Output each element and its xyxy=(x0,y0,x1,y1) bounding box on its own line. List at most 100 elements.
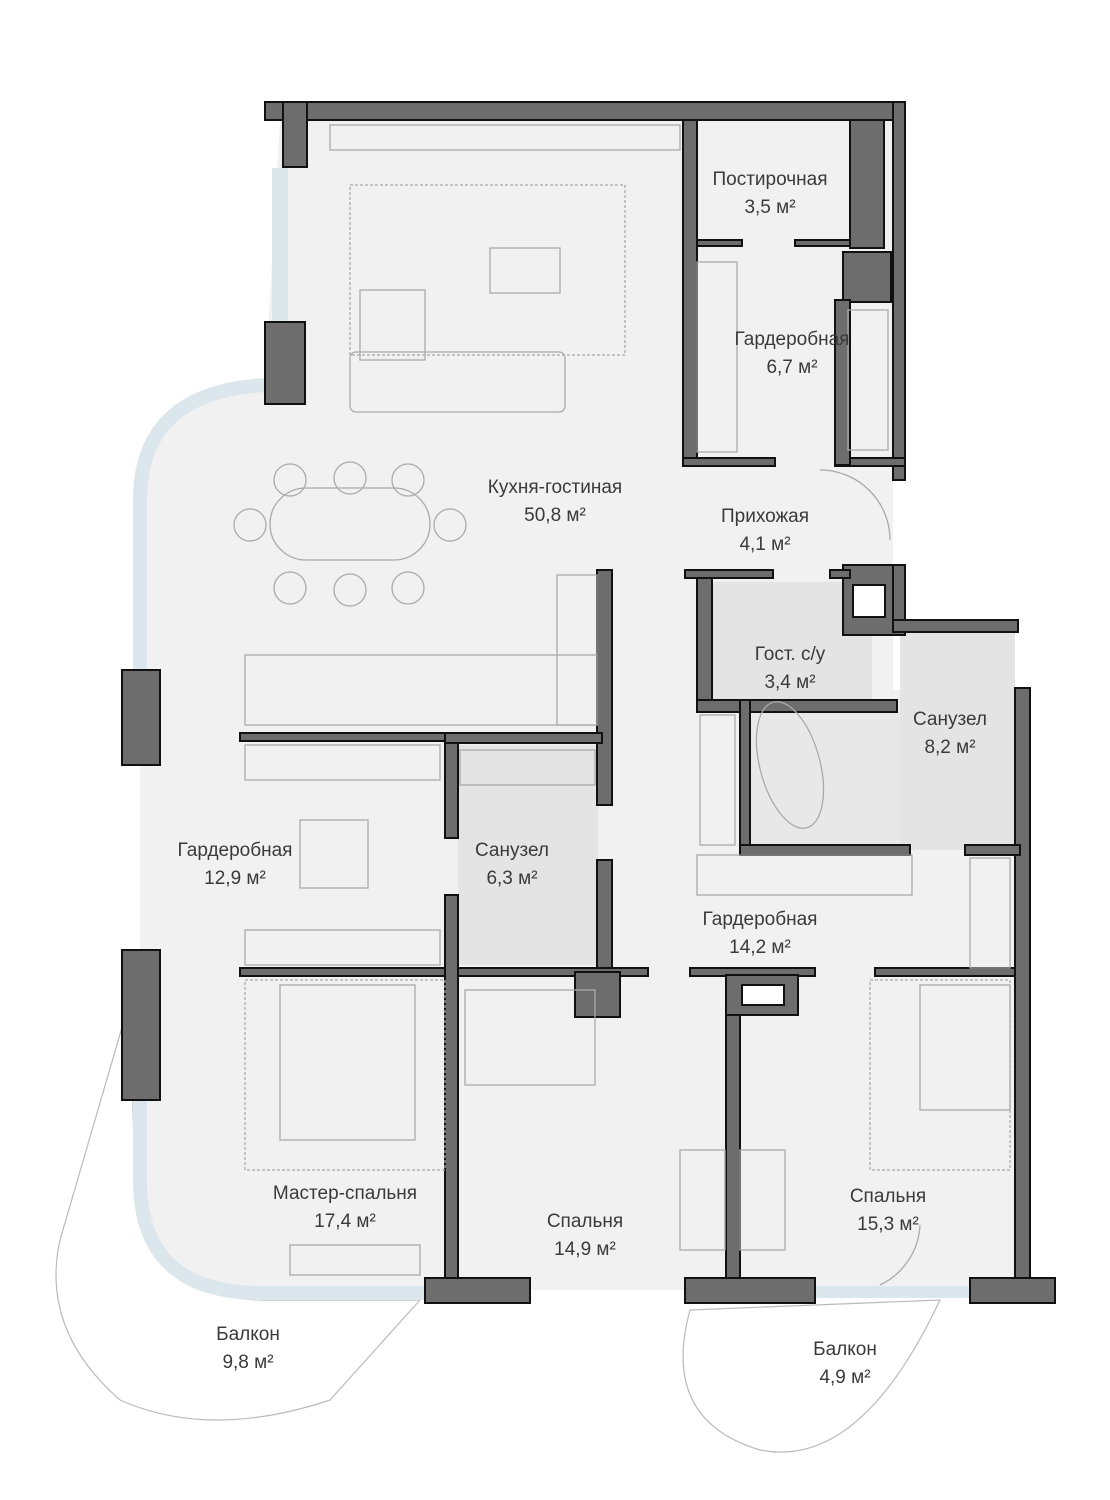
door-swing xyxy=(879,1224,921,1286)
furniture-item xyxy=(299,819,369,889)
wall xyxy=(264,101,906,121)
wall xyxy=(829,569,851,579)
wall xyxy=(892,564,906,626)
wall xyxy=(424,1277,531,1304)
room-area: 3,5 м² xyxy=(744,197,796,218)
shaft xyxy=(741,984,785,1006)
furniture-item xyxy=(459,749,596,786)
rug xyxy=(869,979,1011,1171)
wall xyxy=(574,971,621,1018)
chair xyxy=(433,508,467,542)
room-name: Гардеробная xyxy=(734,329,850,350)
room-label-wardrobe-2: Гардеробная 12,9 м² xyxy=(178,837,293,893)
room-name: Санузел xyxy=(474,840,550,861)
tile-area xyxy=(272,168,288,323)
wall xyxy=(725,1014,741,1286)
door-swing xyxy=(819,469,891,541)
wall xyxy=(842,251,892,303)
wall xyxy=(264,321,306,405)
glass-curve-top xyxy=(133,378,266,670)
room-label-bedroom-1: Спальня 14,9 м² xyxy=(547,1208,623,1264)
furniture-item xyxy=(359,289,426,361)
wall xyxy=(596,859,613,976)
glass-curve-bottom xyxy=(133,1100,430,1300)
wall xyxy=(892,101,906,481)
furniture-item xyxy=(279,984,416,1141)
room-name: Спальня xyxy=(546,1211,624,1232)
wall xyxy=(892,619,1019,633)
room-area: 12,9 м² xyxy=(204,868,266,889)
wall xyxy=(684,1277,816,1304)
wall xyxy=(121,669,161,766)
room-label-master-bedroom: Мастер-спальня 17,4 м² xyxy=(273,1180,417,1236)
room-name: Мастер-спальня xyxy=(272,1183,418,1204)
room-name: Прихожая xyxy=(720,506,810,527)
chair xyxy=(333,573,367,607)
wall xyxy=(834,299,851,466)
furniture-item xyxy=(696,854,913,896)
furniture-item xyxy=(847,309,889,451)
wall xyxy=(684,569,774,579)
room-name: Гардеробная xyxy=(702,909,818,930)
wall xyxy=(794,239,851,247)
wall xyxy=(1014,687,1031,1289)
room-name: Балкон xyxy=(216,1324,280,1345)
tile-area xyxy=(815,1286,970,1298)
furniture-item xyxy=(699,714,736,846)
wall xyxy=(739,699,751,856)
bathtub xyxy=(755,701,825,829)
rug xyxy=(349,184,626,356)
shaft xyxy=(852,584,886,618)
wall xyxy=(696,239,743,247)
room-area: 4,9 м² xyxy=(819,1367,871,1388)
room-name: Кухня-гостиная xyxy=(487,477,623,498)
wall xyxy=(874,967,1016,977)
room-area: 9,8 м² xyxy=(222,1352,274,1373)
wall xyxy=(239,732,446,742)
furniture-item xyxy=(739,1149,786,1251)
room-name: Гардеробная xyxy=(177,840,293,861)
chair xyxy=(233,508,267,542)
dining-table xyxy=(269,487,431,561)
wall xyxy=(964,844,1021,856)
chair xyxy=(391,571,425,605)
wall xyxy=(239,967,446,977)
room-name: Постирочная xyxy=(712,169,828,190)
rug xyxy=(244,979,446,1171)
wall xyxy=(969,1277,1056,1304)
tile-area xyxy=(458,745,598,965)
wall xyxy=(596,569,613,806)
room-label-guest-wc: Гост. с/у 3,4 м² xyxy=(755,641,826,697)
wall xyxy=(121,949,161,1101)
room-area: 15,3 м² xyxy=(857,1214,919,1235)
wall xyxy=(457,967,649,977)
room-area: 17,4 м² xyxy=(314,1211,376,1232)
room-area: 3,4 м² xyxy=(764,672,816,693)
chair xyxy=(333,461,367,495)
furniture-item xyxy=(289,1244,421,1276)
wall xyxy=(682,119,698,466)
furniture-item xyxy=(969,857,1011,969)
room-area: 8,2 м² xyxy=(924,737,976,758)
furniture-item xyxy=(696,261,738,453)
furniture-item xyxy=(244,744,441,781)
chair xyxy=(391,463,425,497)
wall xyxy=(682,457,776,467)
chair xyxy=(273,571,307,605)
tiled-areas xyxy=(272,168,1015,1298)
wall xyxy=(849,119,885,249)
wall xyxy=(696,699,898,713)
room-area: 14,9 м² xyxy=(554,1239,616,1260)
room-name: Гост. с/у xyxy=(754,644,826,665)
wall xyxy=(444,732,603,744)
wall xyxy=(444,894,459,1286)
furniture-item xyxy=(679,1149,726,1251)
